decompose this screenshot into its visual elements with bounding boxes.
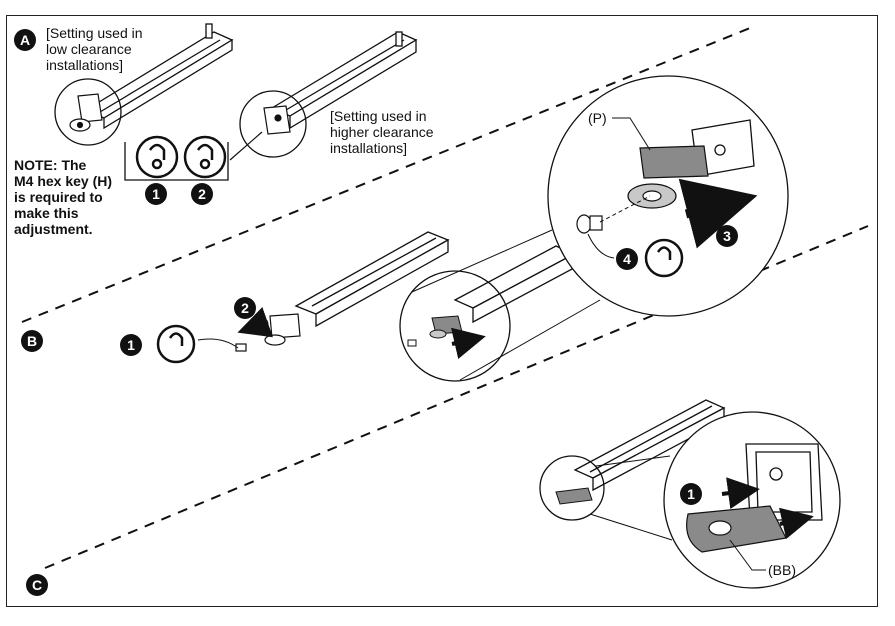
- bracket-magnified: [627, 145, 709, 209]
- bracket-low: [69, 93, 103, 132]
- step-badge-b4: 4: [616, 248, 638, 270]
- rail-section-b: [294, 231, 450, 328]
- rail-end-magnified: [691, 119, 755, 177]
- caption-low-clearance: [Setting used in low clearance installat…: [46, 25, 143, 73]
- magnify-line-2: [459, 299, 601, 381]
- detail-circle-high: [239, 90, 307, 158]
- arrow-remove-bracket: [237, 307, 273, 338]
- screw-magnified: [576, 214, 603, 234]
- detail-circle-b-small: [399, 270, 511, 382]
- leader-high: [229, 131, 263, 161]
- step-badge-b3: 3: [716, 225, 738, 247]
- section-badge-c: C: [26, 574, 48, 596]
- magnify-line-c-2: [589, 513, 673, 541]
- section-badge-b: B: [21, 330, 43, 352]
- screw-b-small: [407, 339, 417, 347]
- magnify-line-1: [411, 229, 553, 293]
- rail-end-c: [745, 443, 823, 521]
- rail-high-clearance: [270, 31, 418, 130]
- rail-section-b-detail: [453, 245, 576, 324]
- bracket-bb: [686, 505, 787, 553]
- note-hex-key: NOTE: The M4 hex key (H) is required to …: [14, 157, 113, 237]
- screw-axis: [599, 195, 651, 223]
- step-badge-c1: 1: [680, 483, 702, 505]
- bb-leader: [729, 539, 766, 571]
- arrow-insert-small: [451, 327, 486, 359]
- rail-low-clearance: [84, 23, 234, 130]
- section-badge-a: A: [14, 29, 36, 51]
- arrow-c-1: [721, 477, 760, 510]
- step-badge-b1: 1: [120, 334, 142, 356]
- arrow-c-2: [779, 507, 814, 539]
- bracket-removed: [264, 313, 301, 346]
- rotate-ccw-icon-b: [156, 324, 196, 364]
- bracket-b-small: [429, 315, 463, 339]
- screw-b: [235, 343, 247, 352]
- step-badge-a2: 2: [191, 183, 213, 205]
- detail-circle-low: [54, 78, 122, 146]
- label-part-p: (P): [588, 110, 607, 126]
- label-part-bb: (BB): [768, 562, 796, 578]
- rotate-cw-icon: [183, 135, 227, 179]
- arrow-insert-magnified: [678, 178, 758, 249]
- bracket-high: [263, 105, 291, 135]
- step-bracket: [124, 142, 229, 181]
- caption-high-clearance: [Setting used in higher clearance instal…: [330, 108, 434, 156]
- divider-a-b: [21, 27, 751, 323]
- magnify-line-c-1: [595, 455, 671, 467]
- bracket-c-small: [555, 487, 593, 505]
- part-p-leader: [612, 117, 651, 151]
- rotate-cw-icon-b: [644, 238, 684, 278]
- screw-leader: [197, 338, 239, 349]
- step-badge-b2: 2: [234, 297, 256, 319]
- detail-circle-c-small: [539, 455, 605, 521]
- screw-leader-magnified: [587, 233, 615, 259]
- rotate-ccw-icon: [135, 135, 179, 179]
- step-badge-a1: 1: [145, 183, 167, 205]
